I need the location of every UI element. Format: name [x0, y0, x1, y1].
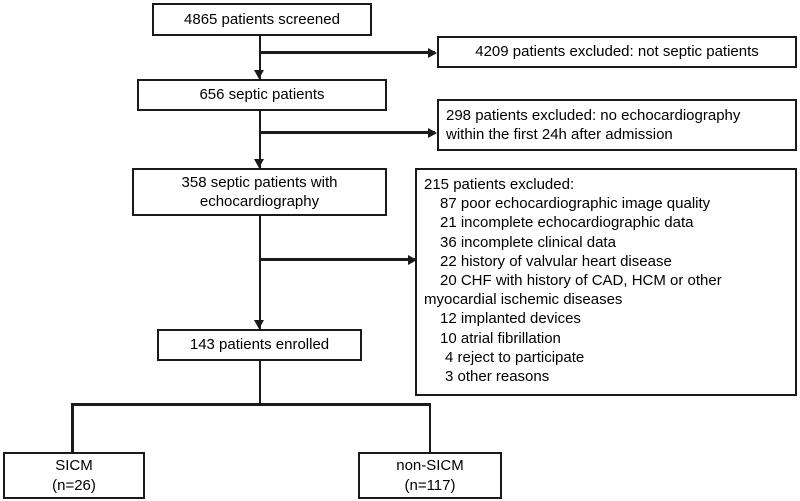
node-excluded-no-echo-line-1: within the first 24h after admission: [446, 126, 673, 143]
exclusion-item-8: 4 reject to participate: [445, 348, 585, 366]
exclusion-item-2: 36 incomplete clinical data: [440, 233, 616, 251]
connector-branch-no-echo: [258, 131, 435, 134]
node-excluded-not-septic: 4209 patients excluded: not septic patie…: [437, 36, 797, 68]
exclusion-item-7: 10 atrial fibrillation: [440, 329, 561, 347]
exclusion-item-5: myocardial ischemic diseases: [424, 291, 623, 309]
node-sicm: SICM (n=26): [3, 452, 145, 499]
exclusion-item-1: 21 incomplete echocardiographic data: [440, 214, 694, 232]
node-sicm-line-0: SICM: [55, 457, 93, 475]
exclusion-item-0: 87 poor echocardiographic image quality: [440, 195, 711, 213]
exclusion-item-3: 22 history of valvular heart disease: [440, 252, 672, 270]
node-enrolled: 143 patients enrolled: [157, 329, 362, 361]
node-excluded-no-echo: 298 patients excluded: no echocardiograp…: [437, 99, 797, 151]
node-non-sicm-line-0: non-SICM: [396, 457, 464, 475]
connector-split-right: [428, 403, 431, 453]
exclusion-item-6: 12 implanted devices: [440, 310, 581, 328]
connector-split-bar: [71, 403, 431, 406]
connector-branch-215: [258, 258, 418, 261]
connector-enrolled-to-split: [258, 361, 261, 405]
exclusion-item-9: 3 other reasons: [445, 367, 550, 385]
arrowhead-215: [408, 255, 417, 265]
connector-echo-to-enrolled: [258, 216, 261, 329]
node-excluded-215: 215 patients excluded: 87 poor echocardi…: [415, 168, 797, 396]
connector-septic-to-echo: [258, 111, 261, 168]
node-septic: 656 septic patients: [137, 79, 387, 111]
arrowhead-no-echo: [428, 128, 437, 138]
exclusion-list: 215 patients excluded: 87 poor echocardi…: [424, 175, 789, 386]
node-screened-line-0: 4865 patients screened: [184, 10, 340, 28]
exclusion-item-4: 20 CHF with history of CAD, HCM or other: [440, 271, 722, 289]
arrowhead-septic: [254, 70, 265, 79]
connector-split-left: [71, 403, 74, 453]
node-non-sicm: non-SICM (n=117): [358, 452, 502, 499]
node-septic-with-echo: 358 septic patients with echocardiograph…: [132, 168, 387, 216]
arrowhead-enrolled: [254, 320, 265, 329]
arrowhead-septic-echo: [254, 159, 265, 168]
node-non-sicm-line-1: (n=117): [404, 476, 456, 494]
arrowhead-not-septic: [428, 48, 437, 58]
node-septic-with-echo-line-1: echocardiography: [199, 193, 320, 210]
node-excluded-not-septic-line-0: 4209 patients excluded: not septic patie…: [475, 43, 759, 61]
connector-screened-to-septic: [258, 36, 261, 79]
node-screened: 4865 patients screened: [152, 3, 372, 36]
node-excluded-no-echo-line-0: 298 patients excluded: no echocardiograp…: [446, 106, 741, 124]
exclusion-heading: 215 patients excluded:: [424, 176, 575, 193]
node-septic-with-echo-line-0: 358 septic patients with: [181, 173, 338, 191]
node-enrolled-line-0: 143 patients enrolled: [189, 336, 330, 354]
node-septic-line-0: 656 septic patients: [199, 86, 325, 104]
node-sicm-line-1: (n=26): [52, 476, 96, 494]
connector-branch-not-septic: [258, 51, 435, 54]
